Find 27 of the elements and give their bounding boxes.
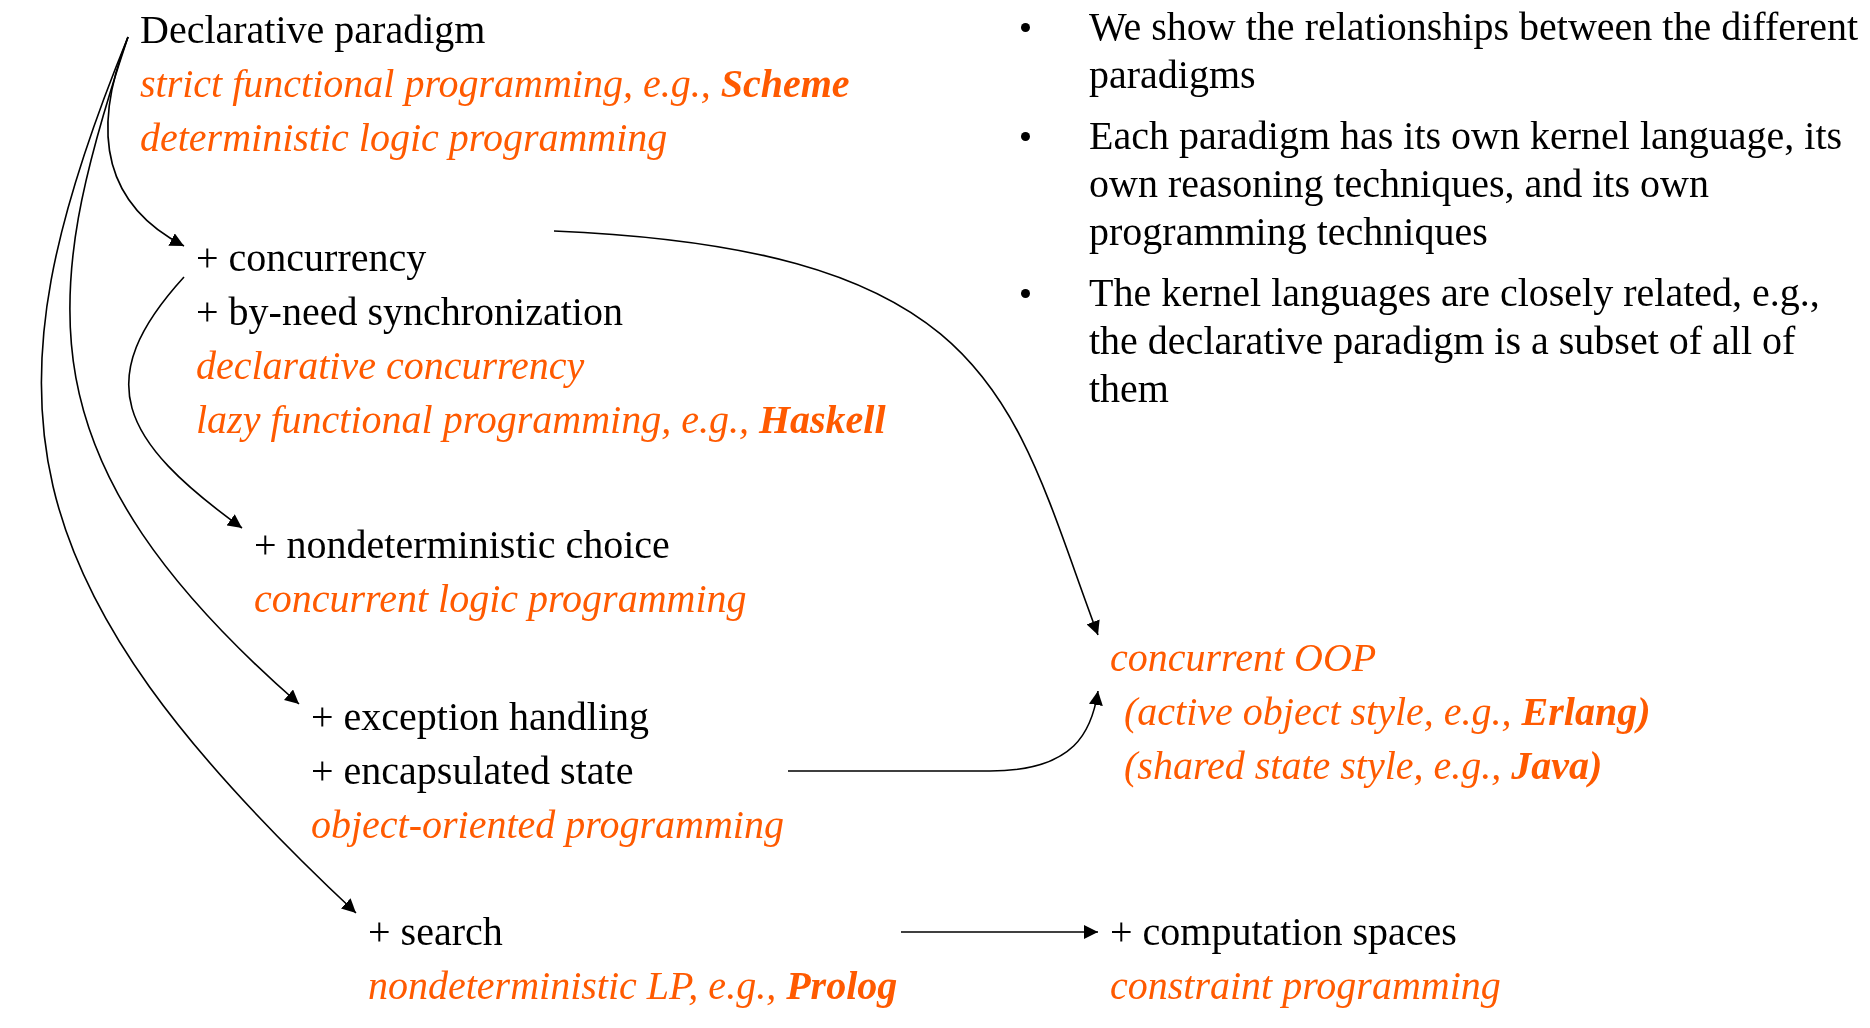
paradigm-text: concurrent logic programming <box>254 575 747 623</box>
paradigm-text: declarative concurrency <box>196 342 585 390</box>
feature-text: + exception handling <box>311 693 650 741</box>
paradigm-text: constraint programming <box>1110 962 1501 1010</box>
bullet-text: The kernel languages are closely related, e.g., the declarative paradigm is a subset of all of them <box>1089 269 1821 413</box>
feature-text: + by-need synchronization <box>196 288 623 336</box>
bullet-text: Each paradigm has its own kernel language, its own reasoning techniques, and its own programming techniques <box>1089 112 1844 256</box>
paradigm-text: deterministic logic programming <box>140 114 668 162</box>
paradigm-text: lazy functional programming, e.g., Haskell <box>196 396 886 444</box>
arrow <box>787 690 1103 772</box>
feature-text: + computation spaces <box>1110 908 1457 956</box>
bullet-text: We show the relationships between the different paradigms <box>1089 3 1859 99</box>
feature-text: + concurrency <box>196 234 427 282</box>
paradigm-text: object-oriented programming <box>311 801 784 849</box>
arrow <box>41 36 357 914</box>
paradigm-text: (shared state style, e.g., Java) <box>1124 742 1603 790</box>
paradigm-text: nondeterministic LP, e.g., Prolog <box>368 962 898 1010</box>
arrow <box>900 925 1099 939</box>
feature-text: + search <box>368 908 503 956</box>
arrow <box>553 230 1100 636</box>
paradigm-text: concurrent OOP <box>1110 634 1377 682</box>
paradigm-text: (active object style, e.g., Erlang) <box>1124 688 1651 736</box>
feature-text: + encapsulated state <box>311 747 634 795</box>
arrow <box>127 276 243 529</box>
feature-text: Declarative paradigm <box>140 6 486 54</box>
paradigm-text: strict functional programming, e.g., Scheme <box>140 60 850 108</box>
feature-text: + nondeterministic choice <box>254 521 670 569</box>
